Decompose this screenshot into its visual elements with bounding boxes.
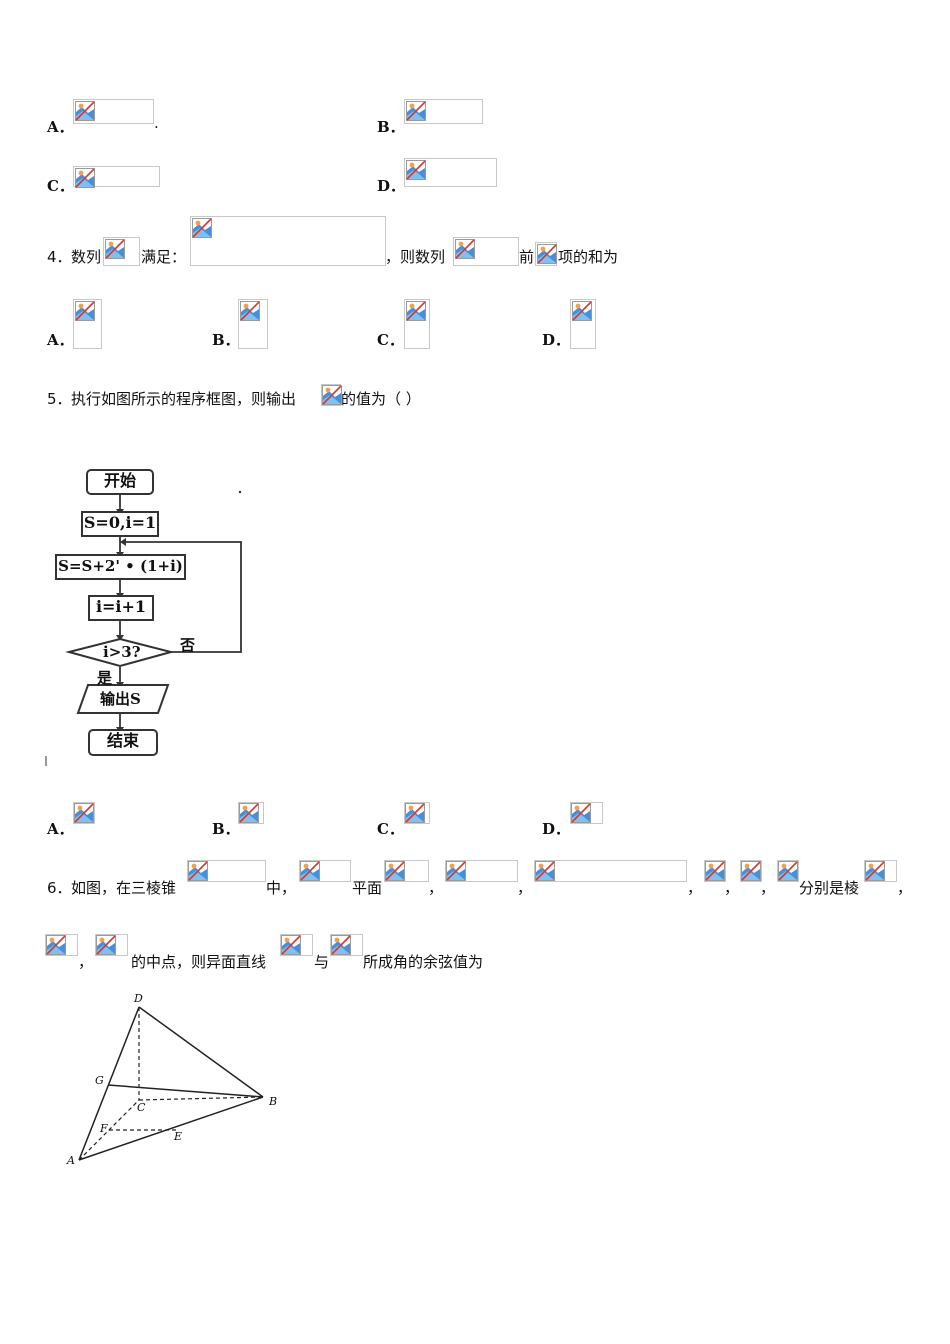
question-text: 前 <box>519 248 535 266</box>
formula-image-icon <box>187 860 266 882</box>
question-text: 的中点，则异面直线 <box>131 953 267 971</box>
question-text: 平面 <box>352 879 383 897</box>
period-text: . <box>154 114 159 132</box>
formula-image-icon <box>73 166 160 187</box>
formula-image-icon <box>535 242 557 266</box>
question-text: 中， <box>266 879 297 897</box>
formula-image-icon <box>864 860 897 882</box>
point-label-d: D <box>134 992 143 1005</box>
question-text: 项的和为 <box>558 248 619 266</box>
formula-image-icon <box>190 216 386 266</box>
formula-image-icon <box>103 237 140 266</box>
no-label: 否 <box>180 636 196 654</box>
formula-image-icon <box>238 299 268 349</box>
formula-image-icon <box>321 384 341 406</box>
option-label: A． <box>47 820 74 838</box>
yes-label: 是 <box>97 669 113 687</box>
formula-image-icon <box>445 860 518 882</box>
formula-image-icon <box>570 802 603 824</box>
point-label-a: A <box>67 1154 75 1167</box>
decision-diamond <box>65 637 175 668</box>
comma: ， <box>897 879 913 897</box>
formula-image-icon <box>404 299 430 349</box>
comma: ， <box>760 879 776 897</box>
question-number: 6． <box>47 879 72 897</box>
option-label: B． <box>377 118 405 136</box>
question-text: 满足： <box>141 248 187 266</box>
update-s-box: S=S+2' • (1+i) <box>55 554 186 580</box>
option-label: B． <box>212 331 240 349</box>
formula-image-icon <box>299 860 351 882</box>
formula-image-icon <box>453 237 519 266</box>
condition-text: i>3? <box>103 643 141 661</box>
question-number: 5． <box>47 390 72 408</box>
point-label-g: G <box>95 1074 104 1087</box>
option-label: D． <box>377 177 406 195</box>
question-text: 所成角的余弦值为 <box>363 953 484 971</box>
formula-image-icon <box>330 934 363 956</box>
point-label-c: C <box>137 1101 146 1114</box>
flowchart-lines <box>45 490 242 766</box>
formula-image-icon <box>570 299 596 349</box>
option-label: A． <box>47 331 74 349</box>
formula-image-icon <box>404 802 430 824</box>
question-text: ，则数列 <box>385 248 446 266</box>
init-box: S=0,i=1 <box>81 511 159 537</box>
formula-image-icon <box>280 934 313 956</box>
tetrahedron-lines <box>78 1006 264 1161</box>
start-terminal: 开始 <box>86 469 154 495</box>
formula-image-icon <box>73 802 95 824</box>
formula-image-icon <box>404 99 483 124</box>
point-label-b: B <box>269 1095 278 1108</box>
option-label: C． <box>377 820 404 838</box>
formula-image-icon <box>73 299 102 349</box>
option-label: C． <box>377 331 404 349</box>
formula-image-icon <box>404 158 497 187</box>
update-i-box: i=i+1 <box>88 595 154 621</box>
option-label: D． <box>542 331 571 349</box>
formula-image-icon <box>740 860 762 882</box>
formula-image-icon <box>45 934 78 956</box>
end-terminal: 结束 <box>88 729 158 756</box>
output-text: 输出S <box>100 690 141 708</box>
comma: ， <box>428 879 444 897</box>
option-label: B． <box>212 820 240 838</box>
question-text: 执行如图所示的程序框图，则输出 <box>71 390 297 408</box>
formula-image-icon <box>777 860 799 882</box>
formula-image-icon <box>73 99 154 124</box>
question-text: 分别是棱 <box>799 879 860 897</box>
point-label-f: F <box>100 1122 108 1135</box>
question-text: 的值为（ ） <box>341 390 421 408</box>
formula-image-icon <box>384 860 429 882</box>
formula-image-icon <box>704 860 726 882</box>
option-label: C． <box>47 177 74 195</box>
comma: ， <box>724 879 740 897</box>
point-label-e: E <box>174 1130 183 1143</box>
option-label: A． <box>47 118 74 136</box>
question-text: 如图，在三棱锥 <box>71 879 177 897</box>
question-text: 与 <box>314 953 330 971</box>
comma: ， <box>78 953 94 971</box>
formula-image-icon <box>534 860 687 882</box>
option-label: D． <box>542 820 571 838</box>
output-parallelogram <box>76 684 170 714</box>
comma: ， <box>687 879 703 897</box>
question-number: 4． <box>47 248 72 266</box>
formula-image-icon <box>95 934 128 956</box>
question-text: 数列 <box>71 248 102 266</box>
comma: ， <box>517 879 533 897</box>
formula-image-icon <box>238 802 264 824</box>
